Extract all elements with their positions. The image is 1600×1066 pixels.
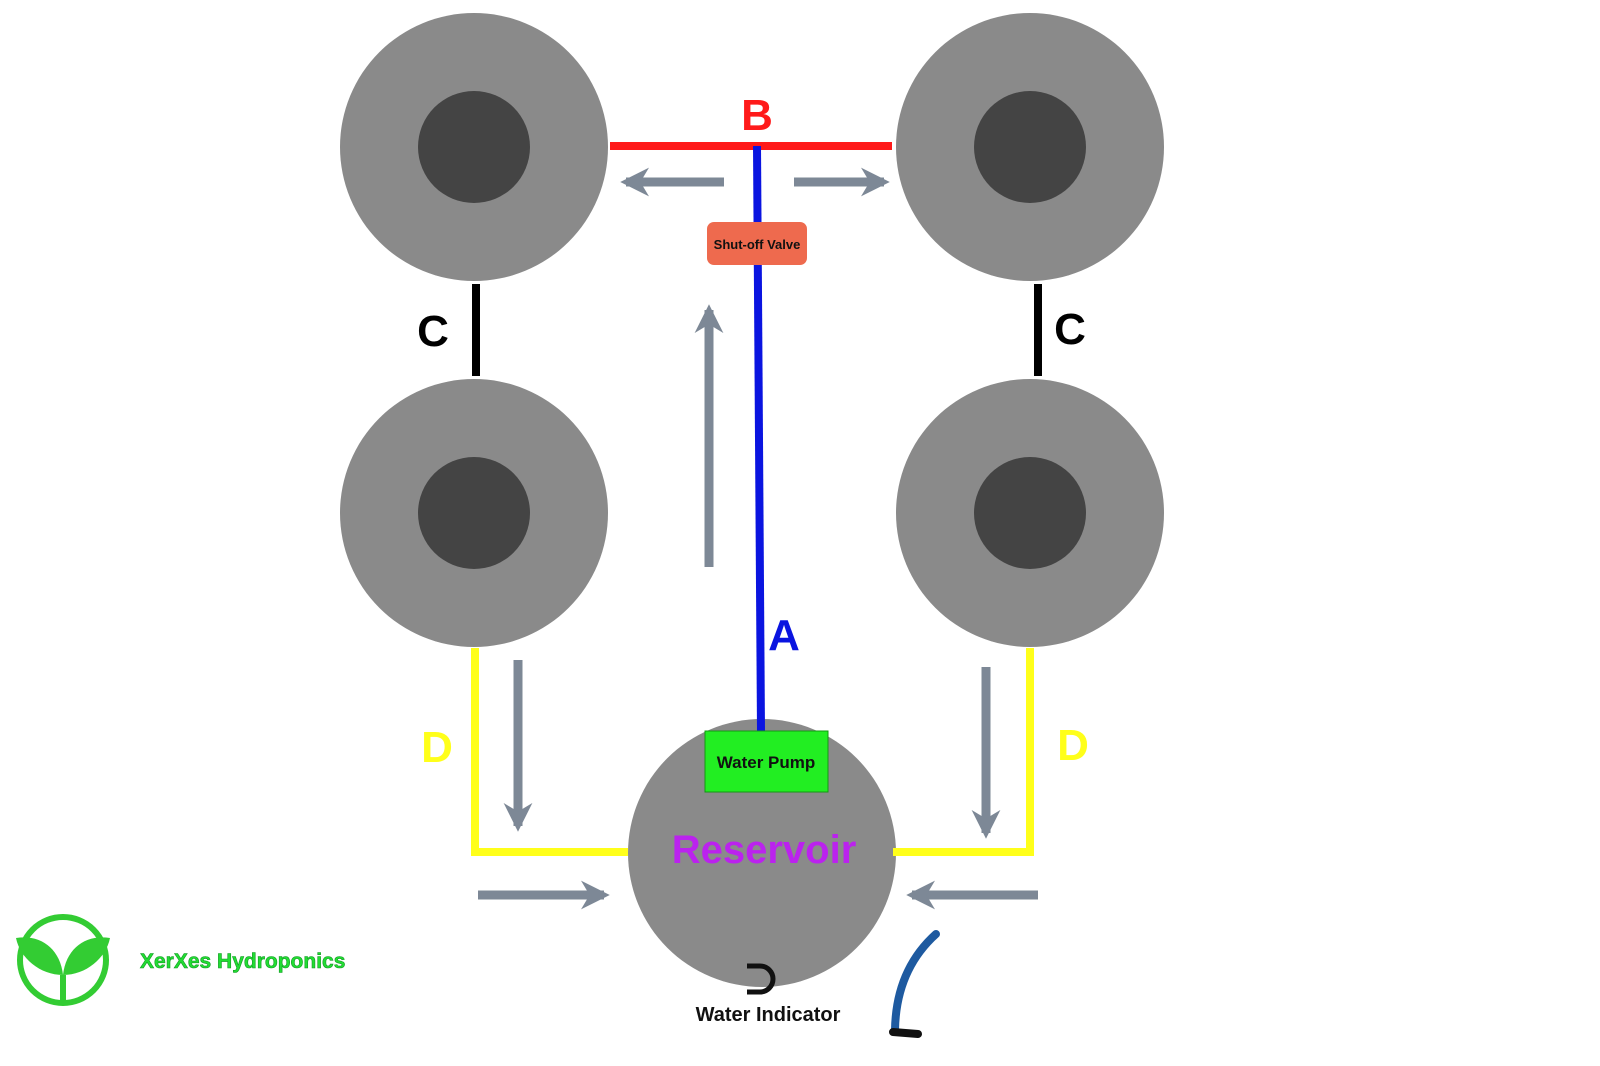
- label-b: B: [741, 91, 773, 140]
- water-indicator-icon: [747, 963, 776, 995]
- label-d-right: D: [1057, 721, 1089, 770]
- bucket-bottom-right: [896, 379, 1164, 647]
- bucket-top-left: [340, 13, 608, 281]
- shutoff-valve: Shut-off Valve: [707, 222, 807, 265]
- flow-arrows: [478, 167, 1038, 910]
- label-a: A: [768, 611, 800, 660]
- reservoir-tank: [628, 719, 896, 987]
- water-indicator-label: Water Indicator: [696, 1004, 841, 1026]
- label-d-left: D: [421, 723, 453, 772]
- pipe-d-left: [471, 648, 628, 856]
- sprout-leaf-icon: [16, 914, 110, 1006]
- reservoir-label: Reservoir: [672, 828, 857, 872]
- pipe-d-right: [893, 648, 1034, 856]
- water-pump-label: Water Pump: [717, 753, 816, 772]
- bucket-top-right: [896, 13, 1164, 281]
- label-c-right: C: [1054, 305, 1086, 354]
- shutoff-valve-label: Shut-off Valve: [714, 237, 801, 252]
- bucket-bottom-left: [340, 379, 608, 647]
- label-c-left: C: [417, 307, 449, 356]
- brand-name: XerXes Hydroponics: [140, 950, 345, 973]
- water-pump: Water Pump: [704, 730, 829, 793]
- drain-hose-icon: [889, 930, 940, 1038]
